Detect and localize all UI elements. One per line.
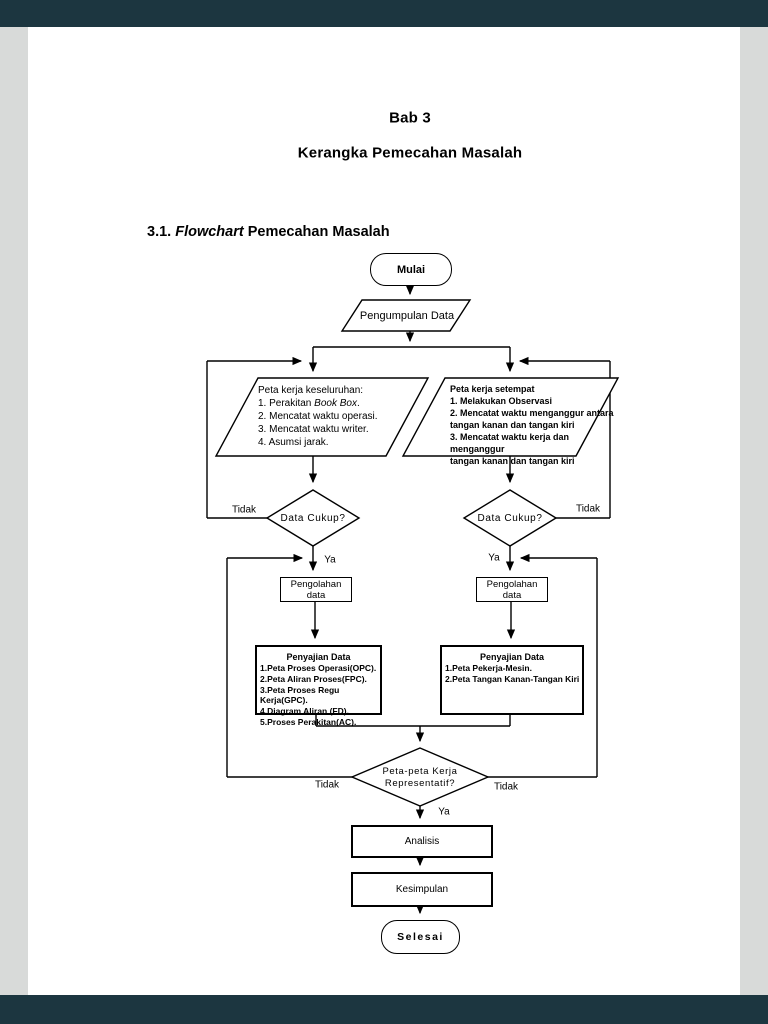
tidak-label-right: Tidak: [575, 503, 601, 515]
left-input-items: 2. Mencatat waktu operasi. 3. Mencatat w…: [258, 411, 378, 448]
present-right-items: 1.Peta Pekerja-Mesin. 2.Peta Tangan Kana…: [445, 663, 580, 684]
viewer-right-margin: [740, 27, 768, 995]
tidak-label-final-left: Tidak: [314, 779, 340, 791]
left-input-text: Peta kerja keseluruhan: 1. Perakitan Boo…: [258, 384, 430, 449]
left-input-parallelogram: [214, 377, 430, 457]
chapter-title: Bab 3: [389, 109, 431, 127]
right-decision-label: Data Cukup?: [477, 513, 543, 524]
tidak-label-final-right: Tidak: [493, 781, 519, 793]
ya-label-final: Ya: [438, 806, 450, 818]
book-box-italic: Book Box: [314, 398, 357, 409]
present-box-left: Penyajian Data 1.Peta Proses Operasi(OPC…: [255, 645, 382, 727]
section-word-flowchart: Flowchart: [175, 224, 244, 240]
right-input-items: 1. Melakukan Observasi 2. Mencatat waktu…: [450, 396, 614, 466]
present-box-right: Penyajian Data 1.Peta Pekerja-Mesin. 2.P…: [440, 645, 584, 715]
present-right-title: Penyajian Data: [479, 652, 545, 662]
conclusion-box: Kesimpulan: [351, 872, 493, 907]
right-input-text: Peta kerja setempat 1. Melakukan Observa…: [450, 383, 620, 467]
start-terminator: Mulai: [370, 253, 452, 286]
final-decision-diamond: [350, 747, 490, 807]
section-heading: 3.1. Flowchart Pemecahan Masalah: [147, 224, 390, 240]
section-number: 3.1.: [147, 224, 176, 240]
right-decision-diamond: [462, 489, 558, 547]
analysis-box: Analisis: [351, 825, 493, 858]
process-box-right: Pengolahan data: [476, 577, 548, 602]
right-input-title: Peta kerja setempat: [450, 384, 535, 394]
left-decision-label: Data Cukup?: [280, 513, 346, 524]
tidak-label-left: Tidak: [231, 504, 257, 516]
present-left-title: Penyajian Data: [286, 652, 351, 662]
ya-label-left: Ya: [324, 554, 336, 566]
viewer-bottom-bar: [0, 995, 768, 1024]
viewer-left-margin: [0, 27, 28, 995]
chapter-subtitle: Kerangka Pemecahan Masalah: [297, 144, 523, 162]
process-box-left: Pengolahan data: [280, 577, 352, 602]
right-input-parallelogram: [401, 377, 620, 457]
present-left-items: 1.Peta Proses Operasi(OPC). 2.Peta Alira…: [260, 663, 377, 727]
collect-data-parallelogram: [340, 299, 472, 332]
left-input-title: Peta kerja keseluruhan:: [258, 385, 364, 396]
left-decision-diamond: [265, 489, 361, 547]
section-rest: Pemecahan Masalah: [243, 224, 390, 240]
final-decision-label: Peta-peta Kerja Representatif?: [382, 766, 458, 789]
collect-data-label: Pengumpulan Data: [359, 310, 455, 322]
end-terminator: Selesai: [381, 920, 460, 954]
ya-label-right: Ya: [488, 552, 500, 564]
left-input-item1: 1. Perakitan Book Box.: [258, 398, 360, 409]
viewer-top-bar: [0, 0, 768, 27]
